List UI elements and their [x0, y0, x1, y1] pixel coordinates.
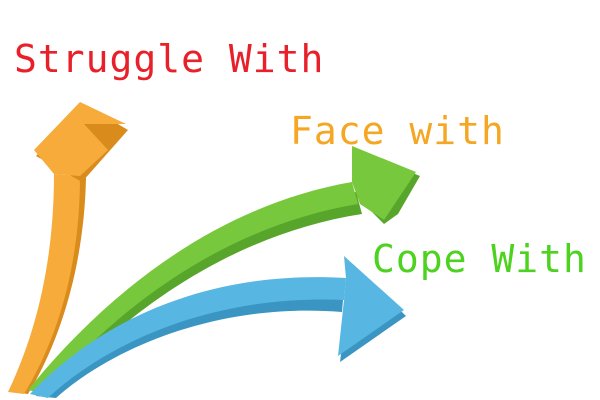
blue-arrow-head	[338, 256, 404, 356]
orange-arrow-shaft	[8, 174, 80, 394]
blue-arrow-shaft	[30, 277, 346, 398]
label-cope-with: Cope With	[372, 237, 587, 281]
label-struggle-with: Struggle With	[14, 37, 325, 81]
label-face-with: Face with	[290, 109, 505, 153]
green-arrow-head	[352, 146, 416, 220]
blue-arrow	[30, 256, 406, 398]
orange-arrow	[8, 102, 128, 394]
orange-arrow-head	[34, 102, 126, 176]
